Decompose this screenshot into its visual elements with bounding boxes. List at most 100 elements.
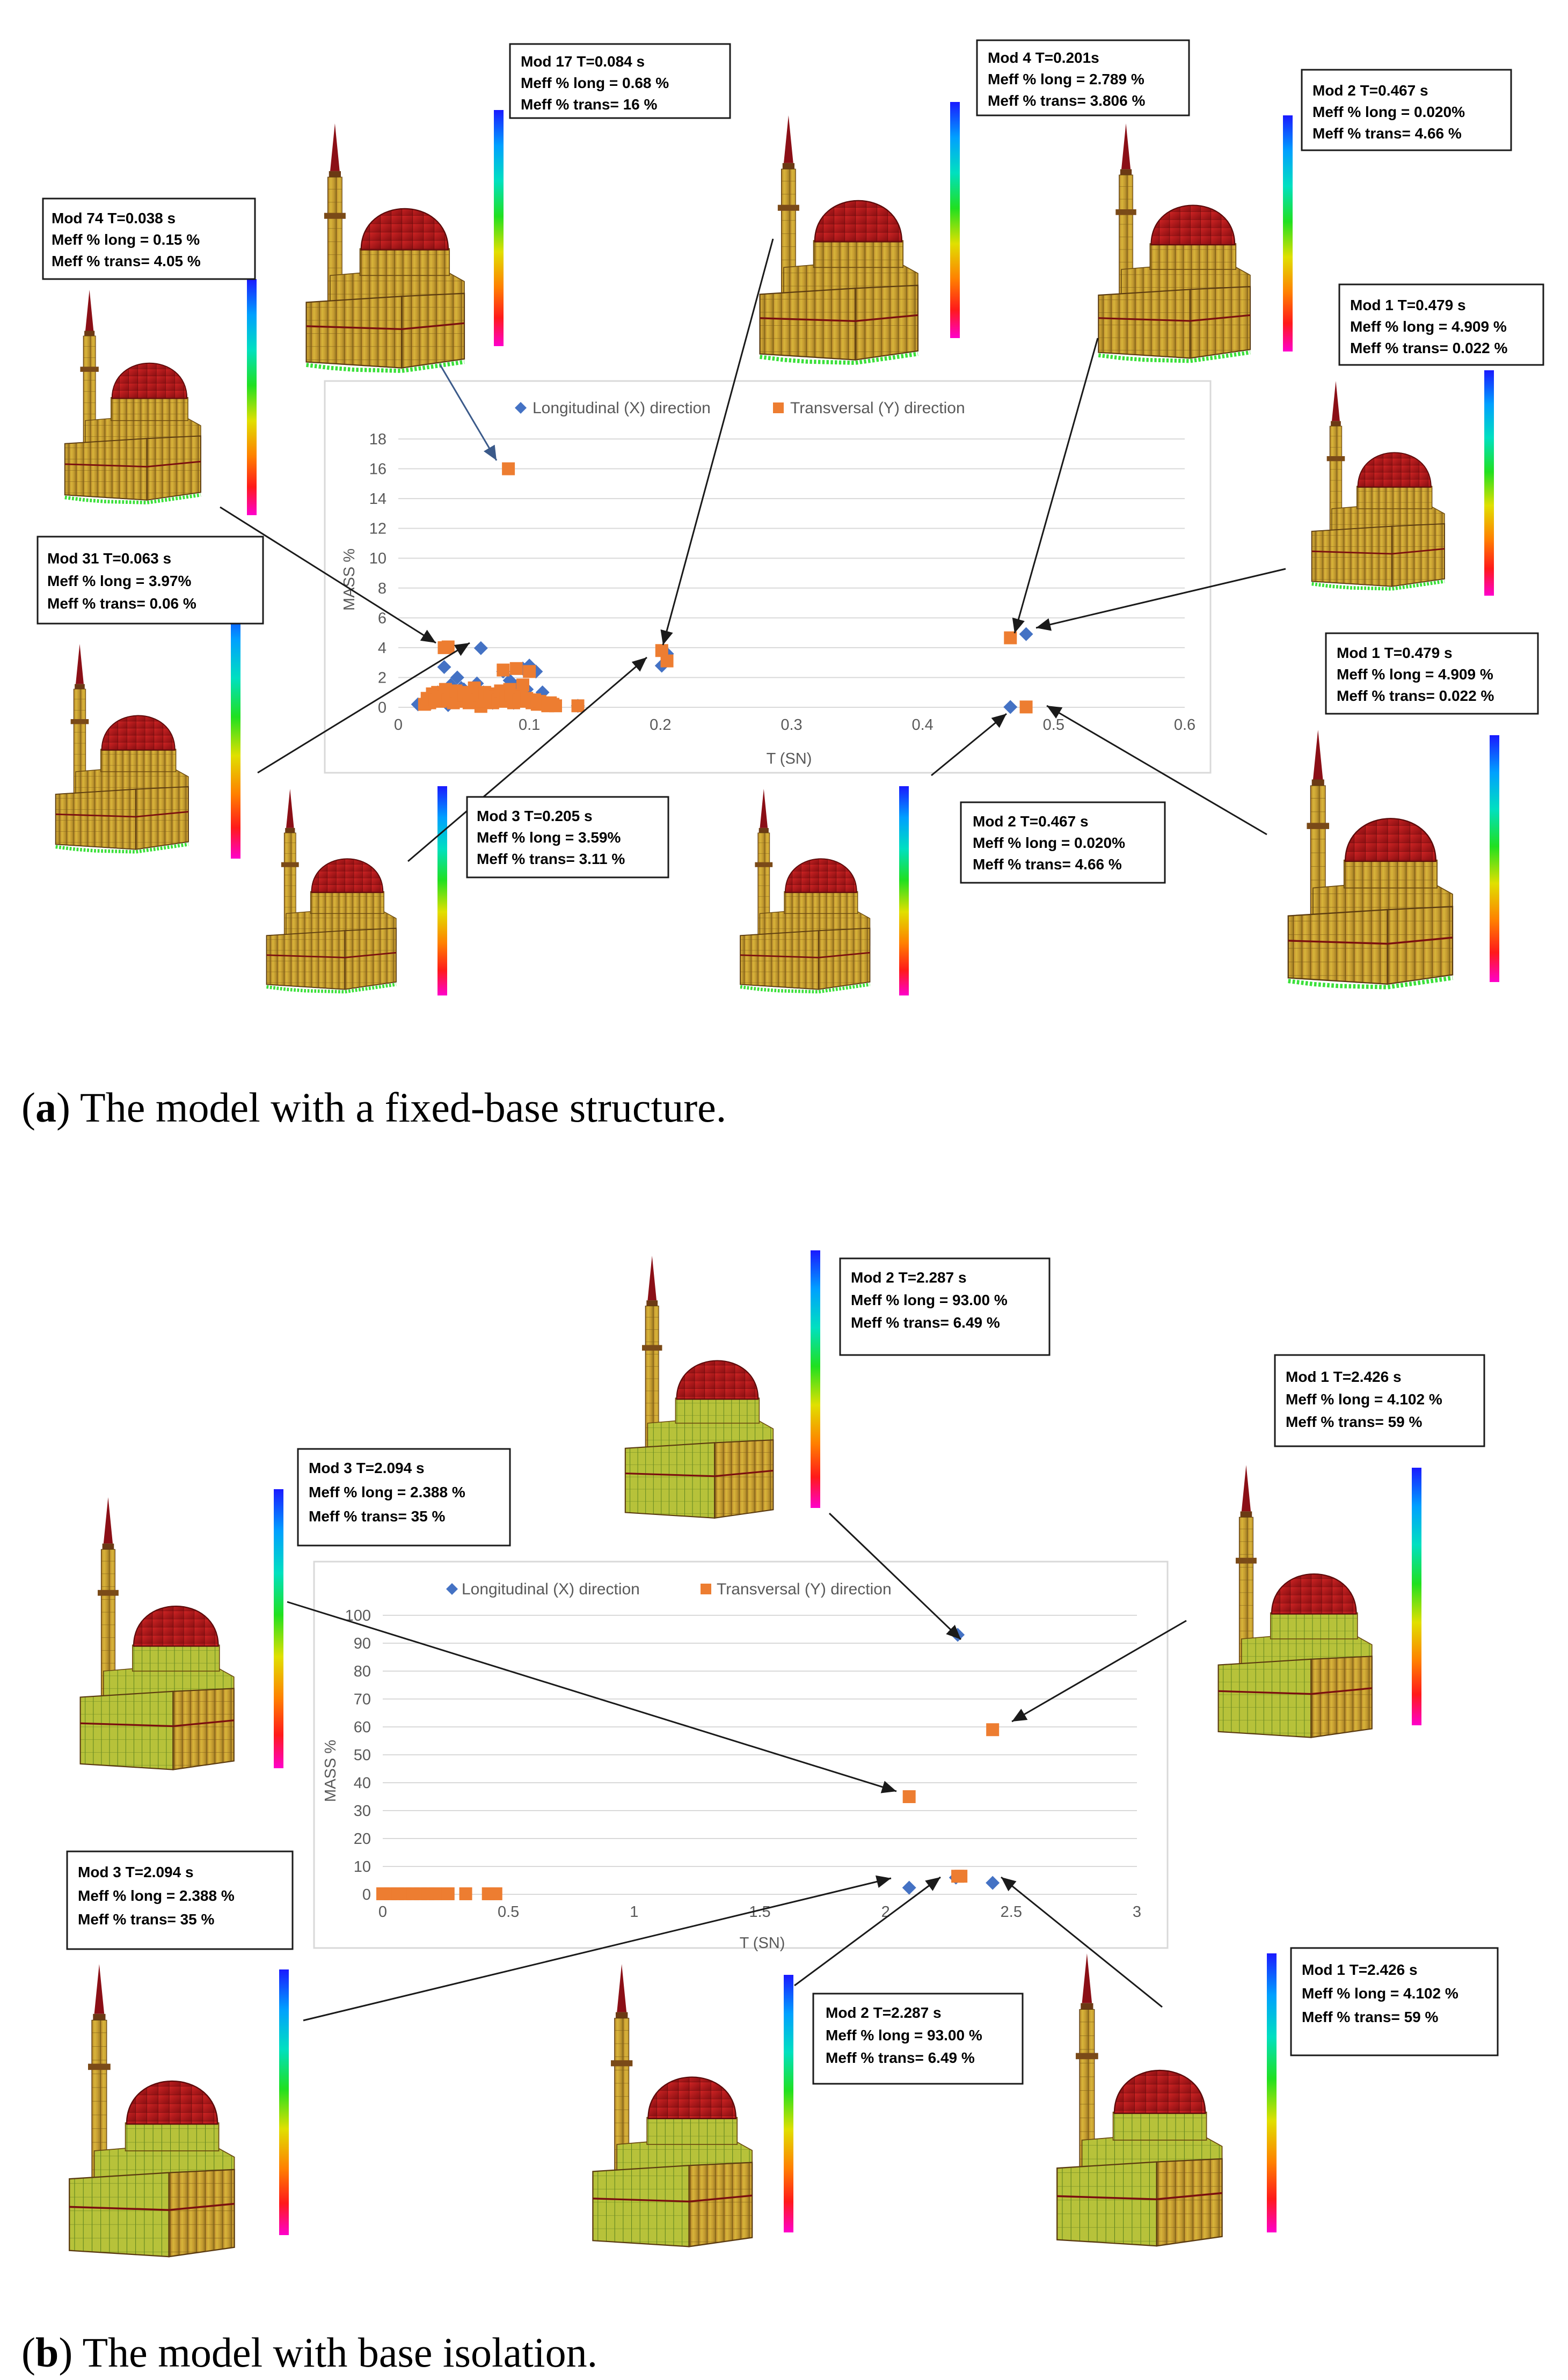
svg-text:Mod 4 T=0.201s: Mod 4 T=0.201s xyxy=(988,49,1099,66)
colorbar-a-5 xyxy=(1484,370,1494,596)
svg-text:Mod 2 T=2.287 s: Mod 2 T=2.287 s xyxy=(851,1269,967,1286)
chart-b-y-tick-label: 70 xyxy=(354,1691,371,1708)
mosque-model-b-mod2-top xyxy=(624,1256,775,1519)
svg-text:Mod 3 T=2.094 s: Mod 3 T=2.094 s xyxy=(309,1460,425,1476)
chart-a-y-tick-label: 0 xyxy=(378,699,386,716)
chart-a-x-tick-label: 0.4 xyxy=(912,716,933,734)
svg-text:Mod 2 T=0.467 s: Mod 2 T=0.467 s xyxy=(1312,82,1428,99)
mosque-model-b-mod1-right xyxy=(1219,1465,1372,1738)
chart-a-point-transversal xyxy=(549,699,562,713)
svg-text:Meff % long = 0.020%: Meff % long = 0.020% xyxy=(973,834,1125,851)
svg-text:Mod 74 T=0.038 s: Mod 74 T=0.038 s xyxy=(52,210,176,226)
svg-text:Mod 17 T=0.084 s: Mod 17 T=0.084 s xyxy=(521,53,645,70)
chart-a-x-tick-label: 0.5 xyxy=(1043,716,1064,734)
mosque-model-a-mod17 xyxy=(307,123,464,371)
chart-a-legend-square-icon xyxy=(773,402,784,413)
info-box-b-mod2-bottom: Mod 2 T=2.287 s Meff % long = 93.00 % Me… xyxy=(812,1993,1024,2085)
svg-text:Mod 2 T=2.287 s: Mod 2 T=2.287 s xyxy=(826,2004,942,2021)
chart-a-point-longitudinal xyxy=(437,660,451,674)
chart-b-point-transversal xyxy=(489,1887,502,1900)
info-box-b-mod2-top: Mod 2 T=2.287 s Meff % long = 93.00 % Me… xyxy=(839,1257,1051,1356)
svg-text:Meff % trans= 0.022 %: Meff % trans= 0.022 % xyxy=(1337,687,1494,704)
info-box-a-mod1-bottom: Mod 1 T=0.479 s Meff % long = 4.909 % Me… xyxy=(1325,632,1539,715)
svg-text:Meff % long = 2.789 %: Meff % long = 2.789 % xyxy=(988,71,1144,87)
chart-b-y-tick-label: 80 xyxy=(354,1663,371,1680)
chart-b-y-axis-label: MASS % xyxy=(322,1740,339,1802)
chart-a-point-transversal xyxy=(437,641,451,654)
mosque-model-b-mod2-bottom xyxy=(593,1964,752,2246)
colorbar-a-1 xyxy=(247,279,257,515)
svg-text:Meff % trans= 35 %: Meff % trans= 35 % xyxy=(78,1911,215,1928)
chart-a-point-transversal xyxy=(497,663,510,677)
chart-a-point-transversal xyxy=(516,678,529,692)
mosque-model-b-mod3-bottom xyxy=(69,1964,234,2257)
chart-a-point-transversal xyxy=(1004,631,1017,645)
svg-text:Meff % trans= 6.49 %: Meff % trans= 6.49 % xyxy=(851,1314,1000,1331)
chart-b-y-tick-label: 50 xyxy=(354,1747,371,1764)
chart-b-point-transversal xyxy=(441,1887,455,1900)
chart-a-legend-trans: Transversal (Y) direction xyxy=(790,399,965,417)
colorbar-a-6 xyxy=(231,601,240,859)
colorbar-a-9 xyxy=(1490,735,1499,982)
info-box-a-mod3: Mod 3 T=0.205 s Meff % long = 3.59% Meff… xyxy=(466,796,669,878)
svg-text:Meff % long = 2.388 %: Meff % long = 2.388 % xyxy=(78,1887,235,1904)
chart-a-point-transversal xyxy=(655,644,668,657)
chart-a-x-tick-label: 0 xyxy=(394,716,403,734)
chart-a-y-tick-label: 2 xyxy=(378,669,386,686)
svg-text:Meff % long = 0.68 %: Meff % long = 0.68 % xyxy=(521,75,669,91)
colorbar-b-4 xyxy=(279,1969,289,2235)
info-box-a-mod4: Mod 4 T=0.201s Meff % long = 2.789 % Mef… xyxy=(976,39,1190,116)
chart-a-y-tick-label: 6 xyxy=(378,610,386,627)
info-box-a-mod17: Mod 17 T=0.084 s Meff % long = 0.68 % Me… xyxy=(509,43,731,119)
svg-text:Mod 1 T=0.479 s: Mod 1 T=0.479 s xyxy=(1350,297,1466,313)
svg-text:Meff % trans= 3.806 %: Meff % trans= 3.806 % xyxy=(988,92,1145,109)
chart-a-y-tick-label: 4 xyxy=(378,640,386,657)
mosque-model-b-mod3-left xyxy=(81,1497,234,1770)
caption-b: (b) The model with base isolation. xyxy=(21,2329,597,2376)
chart-a-legend: Longitudinal (X) direction Transversal (… xyxy=(515,399,965,417)
mosque-model-b-mod1-bottom xyxy=(1057,1953,1222,2246)
chart-b-point-longitudinal xyxy=(902,1880,916,1895)
svg-text:Meff % trans= 3.11 %: Meff % trans= 3.11 % xyxy=(477,851,625,867)
svg-text:Meff % trans= 0.022 %: Meff % trans= 0.022 % xyxy=(1350,340,1507,356)
svg-text:Meff % trans= 4.66 %: Meff % trans= 4.66 % xyxy=(973,856,1122,873)
chart-a-point-longitudinal xyxy=(1003,700,1018,714)
colorbar-b-2 xyxy=(274,1489,283,1768)
chart-b-legend-square-icon xyxy=(701,1584,711,1594)
colorbar-a-8 xyxy=(899,786,909,995)
caption-a: (a) The model with a fixed-base structur… xyxy=(21,1084,726,1131)
svg-text:Meff % trans= 0.06 %: Meff % trans= 0.06 % xyxy=(47,595,196,612)
chart-b-x-tick-label: 1 xyxy=(630,1903,638,1921)
svg-text:Meff % long = 3.59%: Meff % long = 3.59% xyxy=(477,829,621,846)
chart-b-point-transversal xyxy=(459,1887,472,1900)
info-box-a-mod31: Mod 31 T=0.063 s Meff % long = 3.97% Mef… xyxy=(37,536,264,625)
chart-a-x-axis-label: T (SN) xyxy=(767,750,812,767)
chart-b-x-tick-label: 3 xyxy=(1133,1903,1141,1921)
mosque-model-a-mod2-top xyxy=(1098,123,1250,361)
chart-a-point-transversal xyxy=(509,662,523,675)
chart-b-x-tick-label: 0.5 xyxy=(498,1903,519,1921)
colorbar-a-3 xyxy=(950,102,960,338)
colorbar-a-7 xyxy=(437,786,447,995)
chart-b-point-transversal xyxy=(986,1723,1000,1737)
svg-text:Mod 3 T=2.094 s: Mod 3 T=2.094 s xyxy=(78,1864,194,1880)
svg-text:Meff % long = 93.00 %: Meff % long = 93.00 % xyxy=(851,1292,1008,1308)
info-box-a-mod74: Mod 74 T=0.038 s Meff % long = 0.15 % Me… xyxy=(42,197,256,280)
svg-text:Meff % trans= 35 %: Meff % trans= 35 % xyxy=(309,1508,446,1525)
svg-text:Meff % long = 2.388 %: Meff % long = 2.388 % xyxy=(309,1484,465,1500)
chart-b-y-tick-label: 0 xyxy=(362,1886,371,1903)
svg-text:Meff % long = 4.102 %: Meff % long = 4.102 % xyxy=(1286,1391,1442,1408)
colorbar-b-1 xyxy=(811,1250,820,1508)
svg-text:Meff % long = 4.909 %: Meff % long = 4.909 % xyxy=(1337,666,1493,683)
chart-b-points xyxy=(376,1628,1000,1900)
chart-b-legend: Longitudinal (X) direction Transversal (… xyxy=(446,1580,892,1598)
colorbar-b-6 xyxy=(1267,1953,1277,2232)
chart-a-point-transversal xyxy=(1019,700,1033,714)
colorbar-b-5 xyxy=(784,1975,793,2232)
chart-b-gridlines xyxy=(383,1615,1137,1895)
